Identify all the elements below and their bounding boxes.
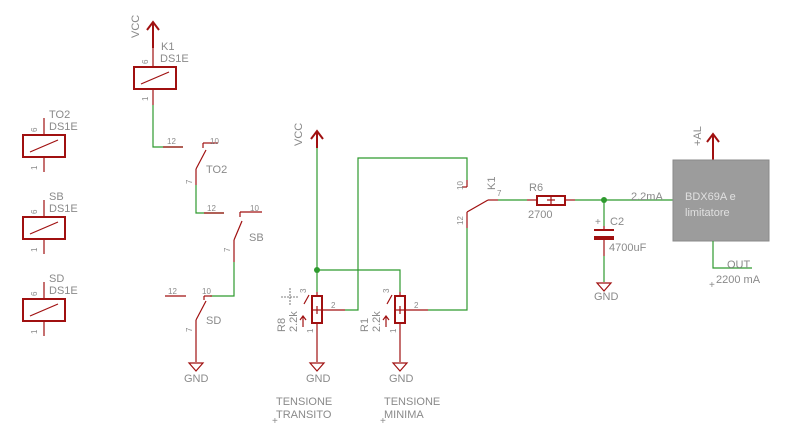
contact-k1[interactable]: 10 12 7 K1 <box>456 177 502 228</box>
contact-sb[interactable]: 12 10 7 SB <box>204 204 264 262</box>
gnd-symbol-2: GND <box>306 362 331 385</box>
gnd-symbol-3: GND <box>389 362 414 385</box>
trimmer-name: R1 <box>359 318 371 332</box>
vcc-label: VCC <box>293 123 305 146</box>
contact-label: SD <box>206 315 221 327</box>
pin-label: 2 <box>414 301 419 310</box>
gnd-label: GND <box>184 373 209 385</box>
trimmer-r1[interactable]: 3 2 1 R1 2.2k <box>359 288 428 362</box>
wire <box>428 228 468 311</box>
relay-coil-to2[interactable]: 6 1 TO2 DS1E <box>22 109 78 172</box>
relay-name: SD <box>49 273 64 285</box>
pin-label: 6 <box>30 209 39 214</box>
trimmer-r8[interactable]: 3 2 1 R8 2.2k <box>276 288 345 362</box>
contact-label: TO2 <box>206 164 227 176</box>
gnd-label: GND <box>389 373 414 385</box>
module-body <box>672 159 770 242</box>
gnd-symbol-1: GND <box>184 362 209 385</box>
relay-model: DS1E <box>160 53 189 65</box>
pin-label: 1 <box>30 329 39 334</box>
al-label: +AL <box>692 126 704 146</box>
pin-label: 1 <box>306 328 315 333</box>
caption-tensione-minima: TENSIONE <box>384 396 440 408</box>
out-label: OUT <box>727 259 751 271</box>
module-label: limitatore <box>685 207 730 219</box>
relay-name: TO2 <box>49 109 70 121</box>
trimmer-value: 2.2k <box>371 311 383 332</box>
pin-label: 12 <box>456 216 465 225</box>
pin-label: 6 <box>30 127 39 132</box>
vcc-symbol-top: VCC <box>130 15 160 48</box>
resistor-name: R6 <box>529 182 543 194</box>
wire <box>210 262 235 297</box>
out-current-label: 2200 mA <box>716 274 761 286</box>
vcc-symbol-mid: VCC <box>293 123 324 148</box>
origin-mark: + <box>380 416 386 427</box>
relay-coil-sd[interactable]: 6 1 SD DS1E <box>22 273 78 336</box>
relay-model: DS1E <box>49 203 78 215</box>
gnd-symbol-4: GND <box>594 256 619 303</box>
al-supply-symbol: +AL <box>692 126 720 160</box>
origin-mark: + <box>709 280 715 291</box>
caption-tensione-minima: MINIMA <box>384 409 424 421</box>
pin-label: 10 <box>456 181 465 190</box>
pin-label: 6 <box>30 291 39 296</box>
gnd-label: GND <box>594 291 619 303</box>
relay-model: DS1E <box>49 285 78 297</box>
junction-dot <box>314 267 320 273</box>
wire <box>345 157 468 311</box>
coil-body <box>133 66 177 90</box>
trimmer-value: 2.2k <box>288 311 300 332</box>
pin-label: 3 <box>382 288 391 293</box>
module-label: BDX69A e <box>685 191 736 203</box>
pin-label: 7 <box>185 179 194 184</box>
cursor-crosshair-icon <box>281 288 299 306</box>
pin-label: 7 <box>497 189 502 198</box>
contact-to2[interactable]: 12 10 7 TO2 <box>163 137 227 185</box>
capacitor-plate <box>594 236 614 240</box>
regulator-module[interactable]: BDX69A e limitatore <box>672 159 770 242</box>
pin-label: 3 <box>299 288 308 293</box>
capacitor-name: C2 <box>610 216 624 228</box>
capacitor-c2[interactable]: + C2 4700uF <box>594 216 647 256</box>
gnd-label: GND <box>306 373 331 385</box>
trimmer-name: R8 <box>276 318 288 332</box>
pin-label: 1 <box>141 96 150 101</box>
relay-name: SB <box>49 191 64 203</box>
pin-label: 2 <box>331 301 336 310</box>
pin-label: 12 <box>168 287 177 296</box>
resistor-r6[interactable]: R6 2700 <box>527 182 575 221</box>
pin-label: 7 <box>223 247 232 252</box>
caption-tensione-transito: TRANSITO <box>276 409 332 421</box>
relay-name: K1 <box>161 41 174 53</box>
resistor-value: 2700 <box>528 209 552 221</box>
pin-label: 1 <box>30 165 39 170</box>
pin-label: 1 <box>30 247 39 252</box>
pin-label: 10 <box>250 204 259 213</box>
relay-coil-k1[interactable]: 6 1 K1 DS1E <box>133 41 189 105</box>
pin-label: 7 <box>185 327 194 332</box>
pin-label: 12 <box>167 137 176 146</box>
pin-label: 12 <box>207 204 216 213</box>
polarity-plus-icon: + <box>595 217 601 228</box>
wire <box>712 241 752 269</box>
relay-model: DS1E <box>49 121 78 133</box>
vcc-label: VCC <box>130 15 142 38</box>
current-in-label: 2.2mA <box>631 191 663 203</box>
wire <box>317 269 401 292</box>
capacitor-value: 4700uF <box>609 242 647 254</box>
pin-label: 1 <box>389 328 398 333</box>
pin-label: 6 <box>141 59 150 64</box>
origin-mark: + <box>272 416 278 427</box>
contact-label: SB <box>249 232 264 244</box>
caption-tensione-transito: TENSIONE <box>276 396 332 408</box>
contact-label: K1 <box>486 177 498 190</box>
pin-label: 10 <box>202 287 211 296</box>
relay-coil-sb[interactable]: 6 1 SB DS1E <box>22 191 78 254</box>
pin-label: 10 <box>210 137 219 146</box>
contact-sd[interactable]: 12 10 7 SD <box>165 287 221 362</box>
